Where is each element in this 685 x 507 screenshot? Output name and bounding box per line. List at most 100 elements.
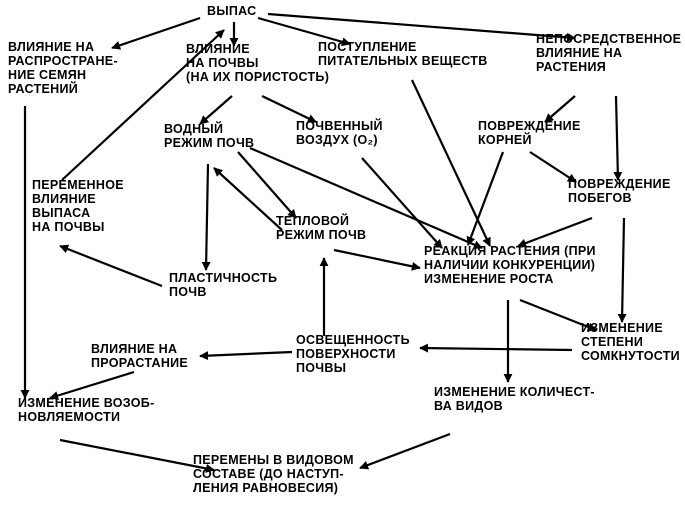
node-grazing: ВЫПАС — [207, 4, 257, 18]
node-label-line: РАСТЕНИЯ — [536, 60, 606, 74]
node-label: ИЗМЕНЕНИЕ ВОЗОБ-НОВЛЯЕМОСТИ — [18, 396, 155, 424]
node-label-line: ПИТАТЕЛЬНЫХ ВЕЩЕСТВ — [318, 54, 488, 68]
edge-variable-effect-to-grazing — [61, 29, 225, 181]
edge-soil-air-to-plant-reaction — [361, 157, 443, 249]
node-label-line: ИЗМЕНЕНИЕ КОЛИЧЕСТ- — [434, 385, 595, 399]
node-label-line: ПОЧВЫ — [296, 361, 346, 375]
node-label-line: НАЛИЧИИ КОНКУРЕНЦИИ) — [424, 258, 595, 272]
node-label-line: СТЕПЕНИ — [581, 335, 643, 349]
node-label-line: ВЫПАСА — [32, 206, 91, 220]
node-label-line: НОВЛЯЕМОСТИ — [18, 410, 120, 424]
node-label: ВЫПАС — [207, 4, 257, 18]
node-label-line: ВЫПАС — [207, 4, 257, 18]
node-label-line: ВЛИЯНИЕ — [186, 42, 250, 56]
node-label-line: ПОСТУПЛЕНИЕ — [318, 40, 417, 54]
edge-water-regime-to-soil-plasticity — [201, 163, 211, 271]
node-label-line: РАСТЕНИЙ — [8, 81, 78, 96]
node-label-line: ПОВРЕЖДЕНИЕ — [478, 119, 581, 133]
edge-plant-reaction-to-closure-change — [519, 298, 597, 332]
node-label-line: ПОБЕГОВ — [568, 191, 632, 205]
node-label-line: ПЕРЕМЕННОЕ — [32, 178, 124, 192]
edge-soil-effect-to-soil-air — [261, 95, 317, 123]
edge-grazing-to-nutrients — [257, 16, 351, 47]
node-label-line: ОСВЕЩЕННОСТЬ — [296, 333, 410, 347]
node-label-line: ПОВРЕЖДЕНИЕ — [568, 177, 671, 191]
edge-soil-effect-to-water-regime — [199, 95, 233, 125]
node-label-line: НА ПОЧВЫ — [32, 220, 105, 234]
node-label-line: ПОВЕРХНОСТИ — [296, 347, 396, 361]
edge-species-count-to-species-composition — [359, 432, 451, 470]
node-label-line: РАСПРОСТРАНЕ- — [8, 54, 118, 68]
edge-nutrients-to-plant-reaction — [411, 79, 491, 247]
node-label-line: ПЛАСТИЧНОСТЬ — [169, 271, 277, 285]
edge-direct-effect-to-root-damage — [544, 95, 576, 123]
node-label-line: СОСТАВЕ (ДО НАСТУП- — [193, 467, 344, 481]
node-species-count: ИЗМЕНЕНИЕ КОЛИЧЕСТ-ВА ВИДОВ — [434, 385, 595, 413]
node-label-line: НИЕ СЕМЯН — [8, 68, 86, 82]
node-label-line: РЕЖИМ ПОЧВ — [276, 228, 366, 242]
node-label-line: ВЛИЯНИЕ НА — [536, 46, 622, 60]
edge-grazing-to-direct-effect — [267, 12, 576, 42]
node-label-line: ЛЕНИЯ РАВНОВЕСИЯ) — [193, 481, 338, 495]
edge-thermal-regime-to-water-regime — [213, 167, 283, 231]
node-label-line: ВЛИЯНИЕ — [32, 192, 96, 206]
edge-water-regime-to-thermal-regime — [237, 151, 297, 219]
node-label-line: ВЛИЯНИЕ НА — [8, 40, 94, 54]
node-label: ИЗМЕНЕНИЕ КОЛИЧЕСТ-ВА ВИДОВ — [434, 385, 595, 413]
node-label-line: НА ПОЧВЫ — [186, 56, 259, 70]
node-label-line: НЕПОСРЕДСТВЕННОЕ — [536, 32, 681, 46]
edge-shoot-damage-to-closure-change — [617, 217, 627, 323]
edge-renewal-change-to-species-composition — [59, 438, 215, 473]
node-label-line: ИЗМЕНЕНИЕ — [581, 321, 663, 335]
node-renewal-change: ИЗМЕНЕНИЕ ВОЗОБ-НОВЛЯЕМОСТИ — [18, 396, 155, 424]
edge-water-regime-to-plant-reaction — [249, 146, 483, 250]
node-label-line: ВА ВИДОВ — [434, 399, 503, 413]
node-label-line: ПРОРАСТАНИЕ — [91, 356, 188, 370]
edge-direct-effect-to-shoot-damage — [613, 95, 623, 181]
edge-grazing-to-seed-spread — [111, 16, 201, 50]
node-label-line: (НА ИХ ПОРИСТОСТЬ) — [186, 70, 329, 84]
edge-germination-to-renewal-change — [49, 370, 135, 400]
node-label-line: ИЗМЕНЕНИЕ ВОЗОБ- — [18, 396, 155, 410]
node-label-line: ИЗМЕНЕНИЕ РОСТА — [424, 272, 554, 286]
edge-root-damage-to-shoot-damage — [529, 151, 577, 183]
node-label-line: СОМКНУТОСТИ — [581, 349, 680, 363]
edge-soil-plasticity-to-variable-effect — [59, 244, 163, 288]
node-label-line: РЕАКЦИЯ РАСТЕНИЯ (ПРИ — [424, 244, 596, 258]
node-label-line: ПЕРЕМЕНЫ В ВИДОВОМ — [193, 453, 354, 467]
edge-closure-change-to-illumination — [419, 343, 573, 353]
node-label-line: ВОЗДУХ (O₂) — [296, 133, 378, 147]
edges-layer — [20, 12, 627, 473]
